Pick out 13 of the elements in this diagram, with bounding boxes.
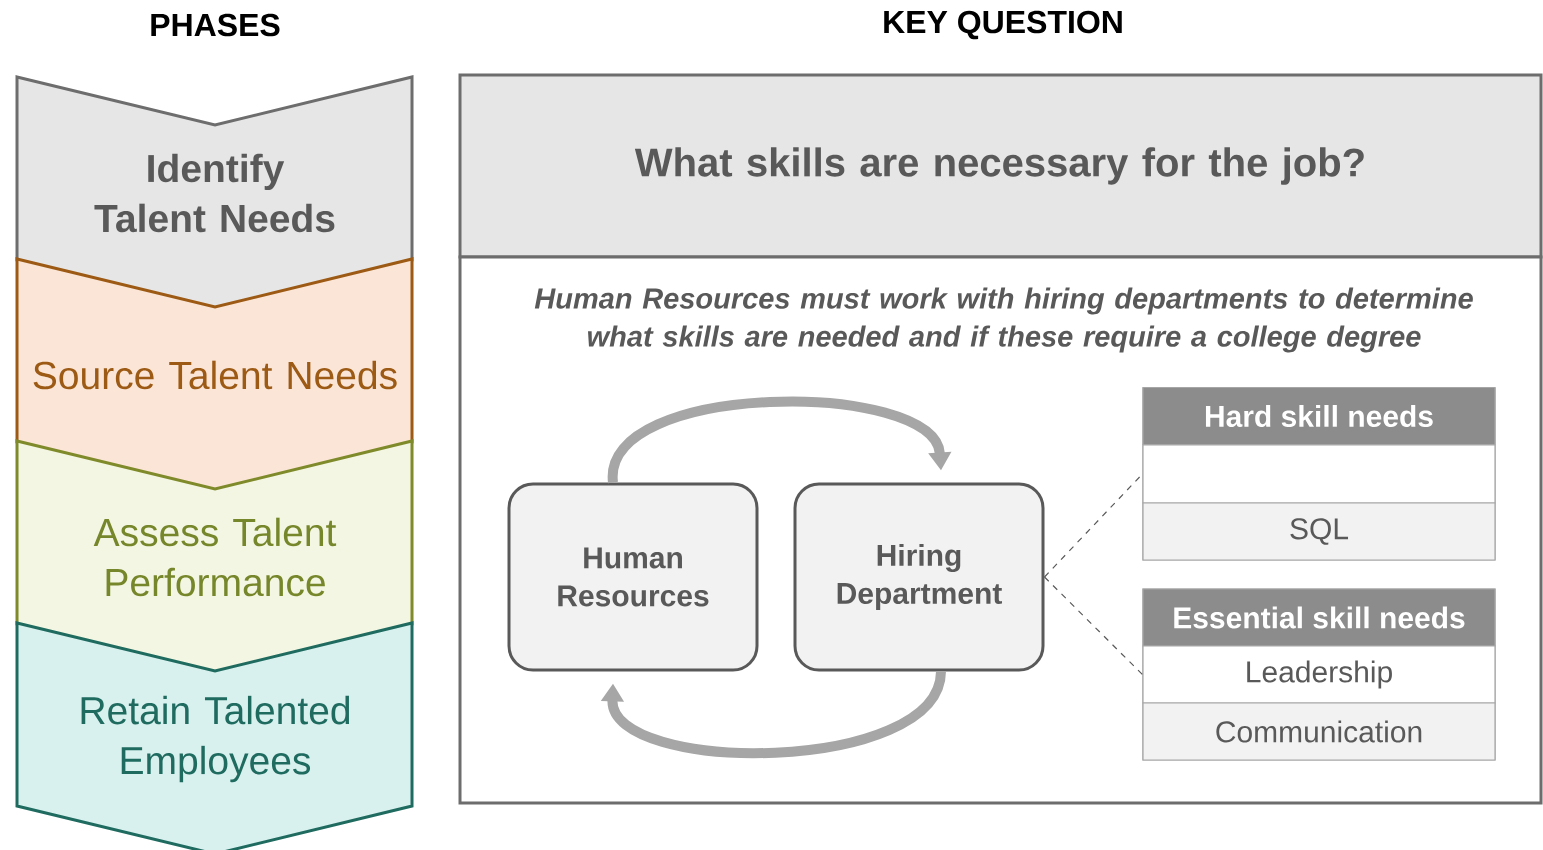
leader-line	[1043, 473, 1143, 578]
table-cell: SQL	[1142, 502, 1496, 561]
column-heading: KEY QUESTION	[884, 10, 1122, 40]
rounded-box: Human Resources	[507, 482, 759, 672]
table-cell: Leadership	[1142, 645, 1496, 704]
rounded-box: Hiring Department	[793, 482, 1045, 672]
column-heading: PHASES	[151, 13, 280, 37]
curved-arrow	[608, 397, 952, 484]
leader-line	[1043, 576, 1143, 676]
table-cell: Communication	[1142, 702, 1496, 761]
curved-arrow	[600, 670, 946, 758]
question-banner: What skills are necessary for the job?	[458, 73, 1543, 259]
table-cell	[1142, 444, 1496, 504]
